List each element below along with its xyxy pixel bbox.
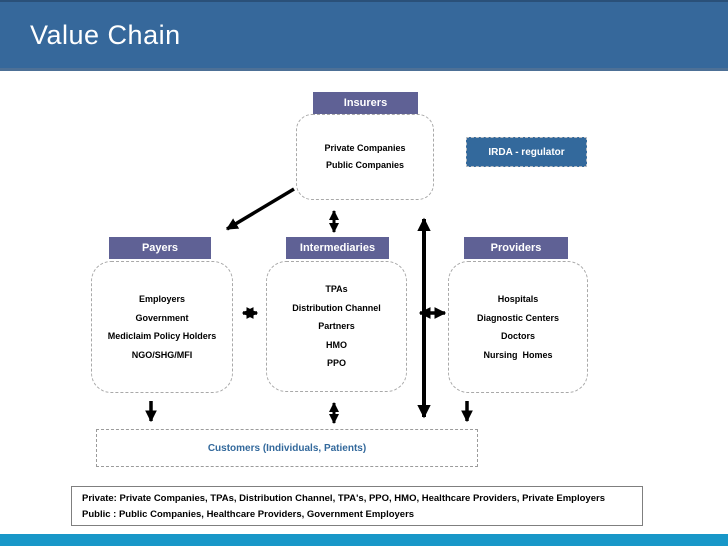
providers-item: Nursing Homes <box>483 349 553 360</box>
insurers-item: Private Companies <box>324 143 406 153</box>
intermediaries-item: HMO <box>326 339 347 350</box>
payers-item: Government <box>135 312 189 323</box>
payers-item: Employers <box>138 294 186 304</box>
payers-item: NGO/SHG/MFI <box>131 349 193 360</box>
providers-box: Hospitals Diagnostic Centers Doctors Nur… <box>448 261 588 393</box>
payers-item: Mediclaim Policy Holders <box>107 331 217 341</box>
intermediaries-item: TPAs <box>325 284 348 295</box>
providers-item: Doctors <box>500 331 535 341</box>
irda-regulator-box: IRDA - regulator <box>466 137 587 167</box>
customers-label: Customers (Individuals, Patients) <box>207 442 367 454</box>
insurers-box: Private Companies Public Companies <box>296 114 434 200</box>
footnote-line-public: Public : Public Companies, Healthcare Pr… <box>82 509 415 520</box>
page-title: Value Chain <box>30 19 181 50</box>
intermediaries-header: Intermediaries <box>286 237 389 259</box>
providers-item: Hospitals <box>497 294 539 304</box>
insurers-header: Insurers <box>313 92 418 114</box>
intermediaries-item: Distribution Channel <box>292 302 381 313</box>
arrow-insurers-to-payers <box>225 187 295 231</box>
footnote-box: Private: Private Companies, TPAs, Distri… <box>71 486 643 526</box>
intermediaries-box: TPAs Distribution Channel Partners HMO P… <box>266 261 407 392</box>
insurers-item: Public Companies <box>325 160 405 170</box>
title-bar: Value Chain <box>0 0 728 71</box>
intermediaries-item: PPO <box>326 358 346 369</box>
intermediaries-item: Partners <box>318 321 355 332</box>
footnote-line-private: Private: Private Companies, TPAs, Distri… <box>82 493 605 504</box>
payers-box: Employers Government Mediclaim Policy Ho… <box>91 261 233 393</box>
providers-item: Diagnostic Centers <box>476 312 560 323</box>
payers-header: Payers <box>109 237 211 259</box>
bottom-accent-bar <box>0 534 728 546</box>
customers-box: Customers (Individuals, Patients) <box>96 429 478 467</box>
providers-header: Providers <box>464 237 568 259</box>
